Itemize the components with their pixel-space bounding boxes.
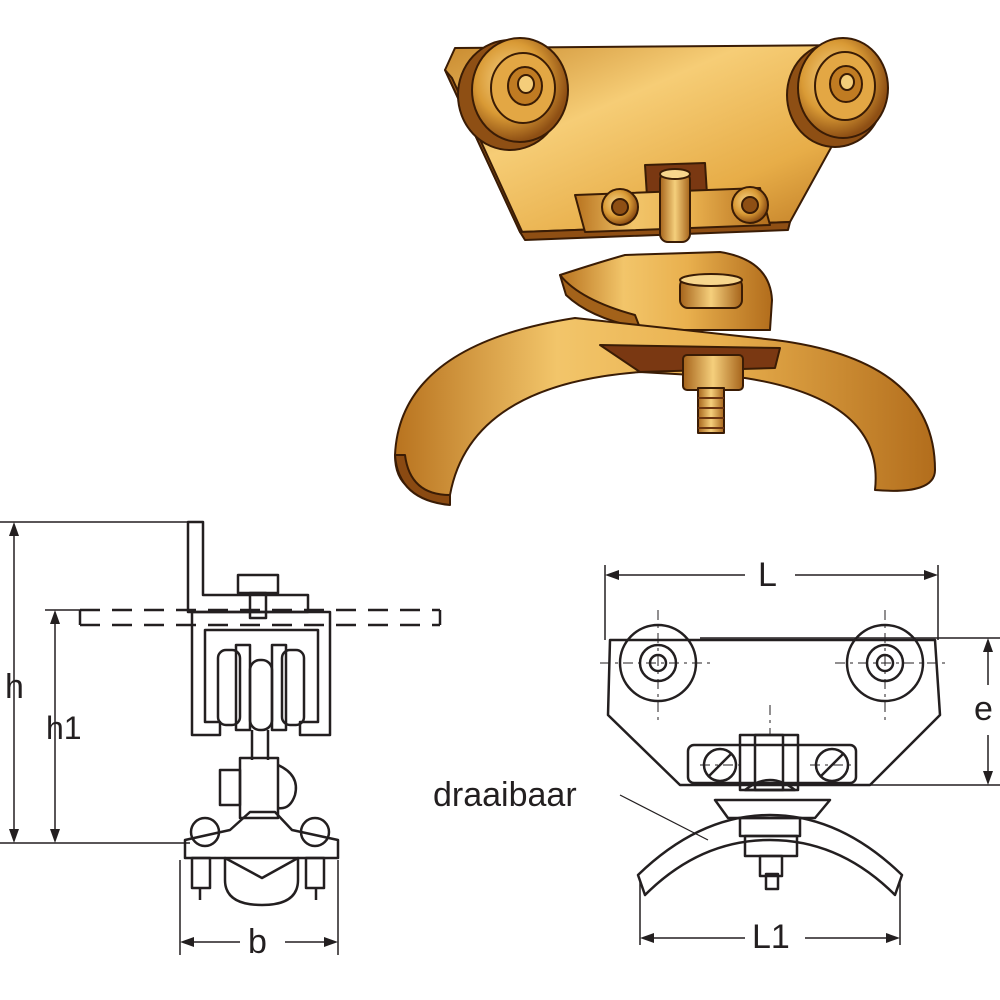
trolley-wheel-left [457,37,569,151]
center-lines [600,610,945,766]
cable-saddle [394,317,936,497]
dimension-label-h: h [5,668,24,706]
trolley-wheel-right [786,37,889,148]
side-view-drawing [78,520,442,907]
rail-outline-dashed [78,608,442,627]
dimension-label-h1: h1 [46,710,82,746]
pivot-pin [659,171,691,243]
annotation-rotatable: draaibaar [433,776,577,814]
dimension-label-L: L [758,556,777,594]
trolley-illustration [394,37,936,506]
dimension-label-b: b [248,923,267,961]
threaded-stud [697,387,725,434]
dimension-label-e: e [974,690,993,728]
dimension-label-L1: L1 [752,918,790,956]
dimension-lines-front [604,565,1000,945]
dimension-lines-side [0,521,339,955]
